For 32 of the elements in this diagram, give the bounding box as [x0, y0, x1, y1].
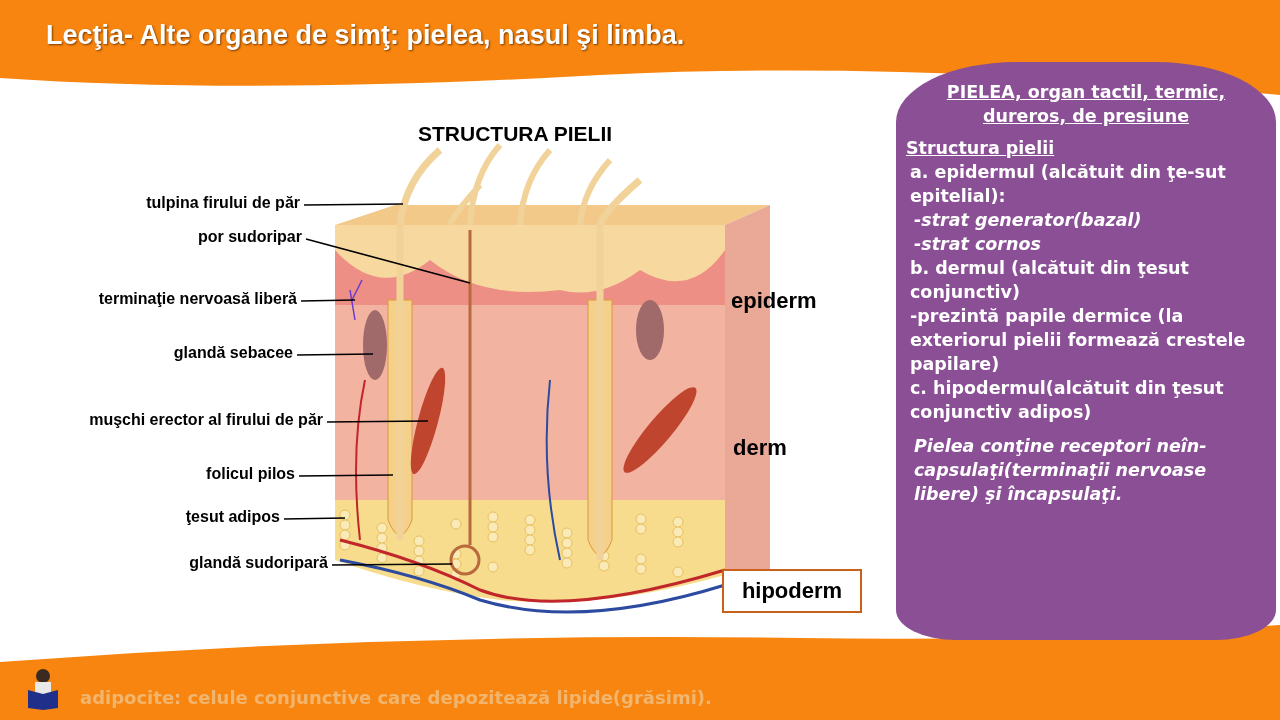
- leader-line: [283, 517, 346, 520]
- panel-heading: PIELEA, organ tactil, termic, dureros, de presiune: [945, 81, 1227, 128]
- part-label: glandă sebacee: [173, 344, 293, 362]
- panel-text: -strat generator(bazal): [913, 209, 1143, 232]
- leader-line: [298, 474, 394, 477]
- footnote-text: adipocite: celule conjunctive care depozitează lipide(grăsimi).: [80, 687, 712, 708]
- panel-text: c. hipodermul(alcătuit din ţesut conjunctiv adipos): [909, 377, 1225, 424]
- leader-line: [296, 353, 374, 356]
- part-label: muşchi erector al firului de păr: [89, 411, 323, 429]
- panel-text: a. epidermul (alcătuit din ţe-sut epitelial):: [909, 161, 1227, 208]
- part-label: glandă sudoripară: [189, 554, 328, 572]
- layer-label: hipoderm: [722, 569, 862, 613]
- part-label: terminaţie nervoasă liberă: [98, 290, 297, 308]
- panel-text: -prezintă papile dermice (la exteriorul pielii formează crestele papilare): [909, 305, 1247, 376]
- leader-line: [305, 238, 471, 284]
- layer-label: epiderm: [731, 288, 817, 314]
- slide-title: Lecţia- Alte organe de simţ: pielea, nasul şi limba.: [46, 20, 685, 51]
- layer-label: derm: [733, 435, 787, 461]
- panel-text: Structura pielii: [906, 137, 1056, 160]
- panel-text: Pielea conţine receptori neîn-capsulaţi(terminaţii nervoase libere) şi încapsulaţi.: [913, 435, 1208, 506]
- figure-heading: STRUCTURA PIELII: [418, 122, 613, 146]
- leader-line: [300, 299, 356, 302]
- leader-line: [326, 420, 429, 423]
- panel-text: b. dermul (alcătuit din ţesut conjunctiv): [909, 257, 1190, 304]
- leader-line: [303, 203, 404, 206]
- part-label: folicul pilos: [206, 465, 295, 483]
- part-label: por sudoripar: [198, 228, 302, 246]
- info-panel: [896, 62, 1276, 640]
- part-label: tulpina firului de păr: [146, 194, 300, 212]
- panel-text: -strat cornos: [913, 233, 1042, 256]
- part-label: ţesut adipos: [185, 508, 280, 526]
- leader-line: [331, 563, 453, 566]
